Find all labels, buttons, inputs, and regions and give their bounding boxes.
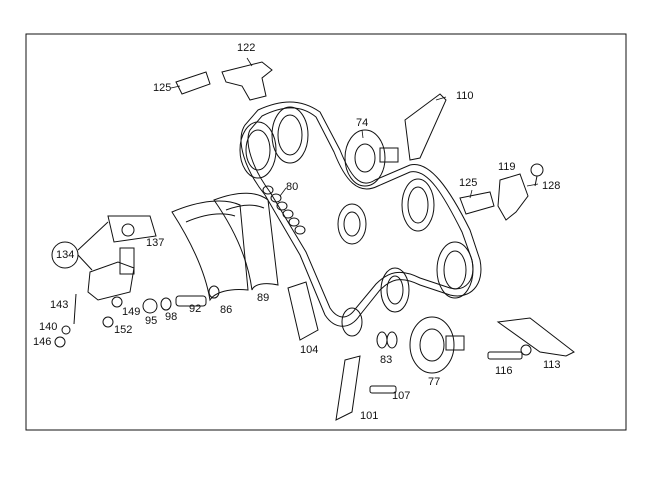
guide-rail-89 (213, 192, 279, 291)
callout-95: 95 (145, 315, 158, 327)
housing-134 (87, 247, 135, 301)
clip-125-right (459, 191, 495, 215)
callout-128: 128 (542, 180, 561, 192)
callout-83: 83 (380, 354, 393, 366)
callout-98: 98 (165, 311, 178, 323)
rail-104 (287, 281, 319, 341)
callout-119: 119 (498, 161, 516, 173)
callout-107: 107 (392, 390, 411, 402)
camshaft-sprocket-left (239, 106, 309, 179)
callout-140: 140 (39, 321, 58, 333)
callout-143: 143 (50, 299, 69, 311)
timing-chain (240, 101, 482, 327)
callout-152: 152 (114, 324, 133, 336)
diagram-frame (25, 33, 627, 431)
callout-92: 92 (189, 303, 202, 315)
callout-122: 122 (237, 42, 256, 54)
leader-lines (170, 57, 539, 199)
rail-110 (404, 93, 447, 161)
callout-125-left: 125 (153, 82, 172, 94)
callout-113: 113 (543, 359, 561, 371)
callout-89: 89 (257, 292, 270, 304)
callout-137: 137 (146, 237, 165, 249)
callout-circle-134 (51, 221, 109, 271)
plate-137 (107, 215, 157, 243)
callout-110: 110 (456, 90, 474, 102)
guide-101 (335, 355, 361, 421)
callout-146: 146 (33, 336, 52, 348)
clip-125-left (175, 71, 211, 95)
callout-101: 101 (360, 410, 379, 422)
sprockets-right (380, 178, 474, 313)
small-parts-left (54, 293, 123, 348)
callout-134: 134 (56, 249, 75, 261)
callout-116: 116 (495, 365, 513, 377)
link-83 (376, 331, 398, 349)
callout-125-right: 125 (459, 177, 478, 189)
callout-77: 77 (428, 376, 441, 388)
guide-rail-86 (171, 200, 249, 302)
tensioner-122 (221, 61, 273, 101)
pins-92-95-98 (142, 285, 220, 314)
bolt-116 (487, 344, 532, 360)
callout-80: 80 (286, 181, 299, 193)
bolt-107 (369, 385, 397, 394)
rail-113 (496, 317, 575, 357)
crank-sprocket-77 (341, 307, 465, 374)
callout-149: 149 (122, 306, 141, 318)
callout-86: 86 (220, 304, 233, 316)
callout-74: 74 (356, 117, 369, 129)
sprocket-74 (337, 129, 399, 245)
callout-104: 104 (300, 344, 319, 356)
chain-links (262, 185, 306, 235)
